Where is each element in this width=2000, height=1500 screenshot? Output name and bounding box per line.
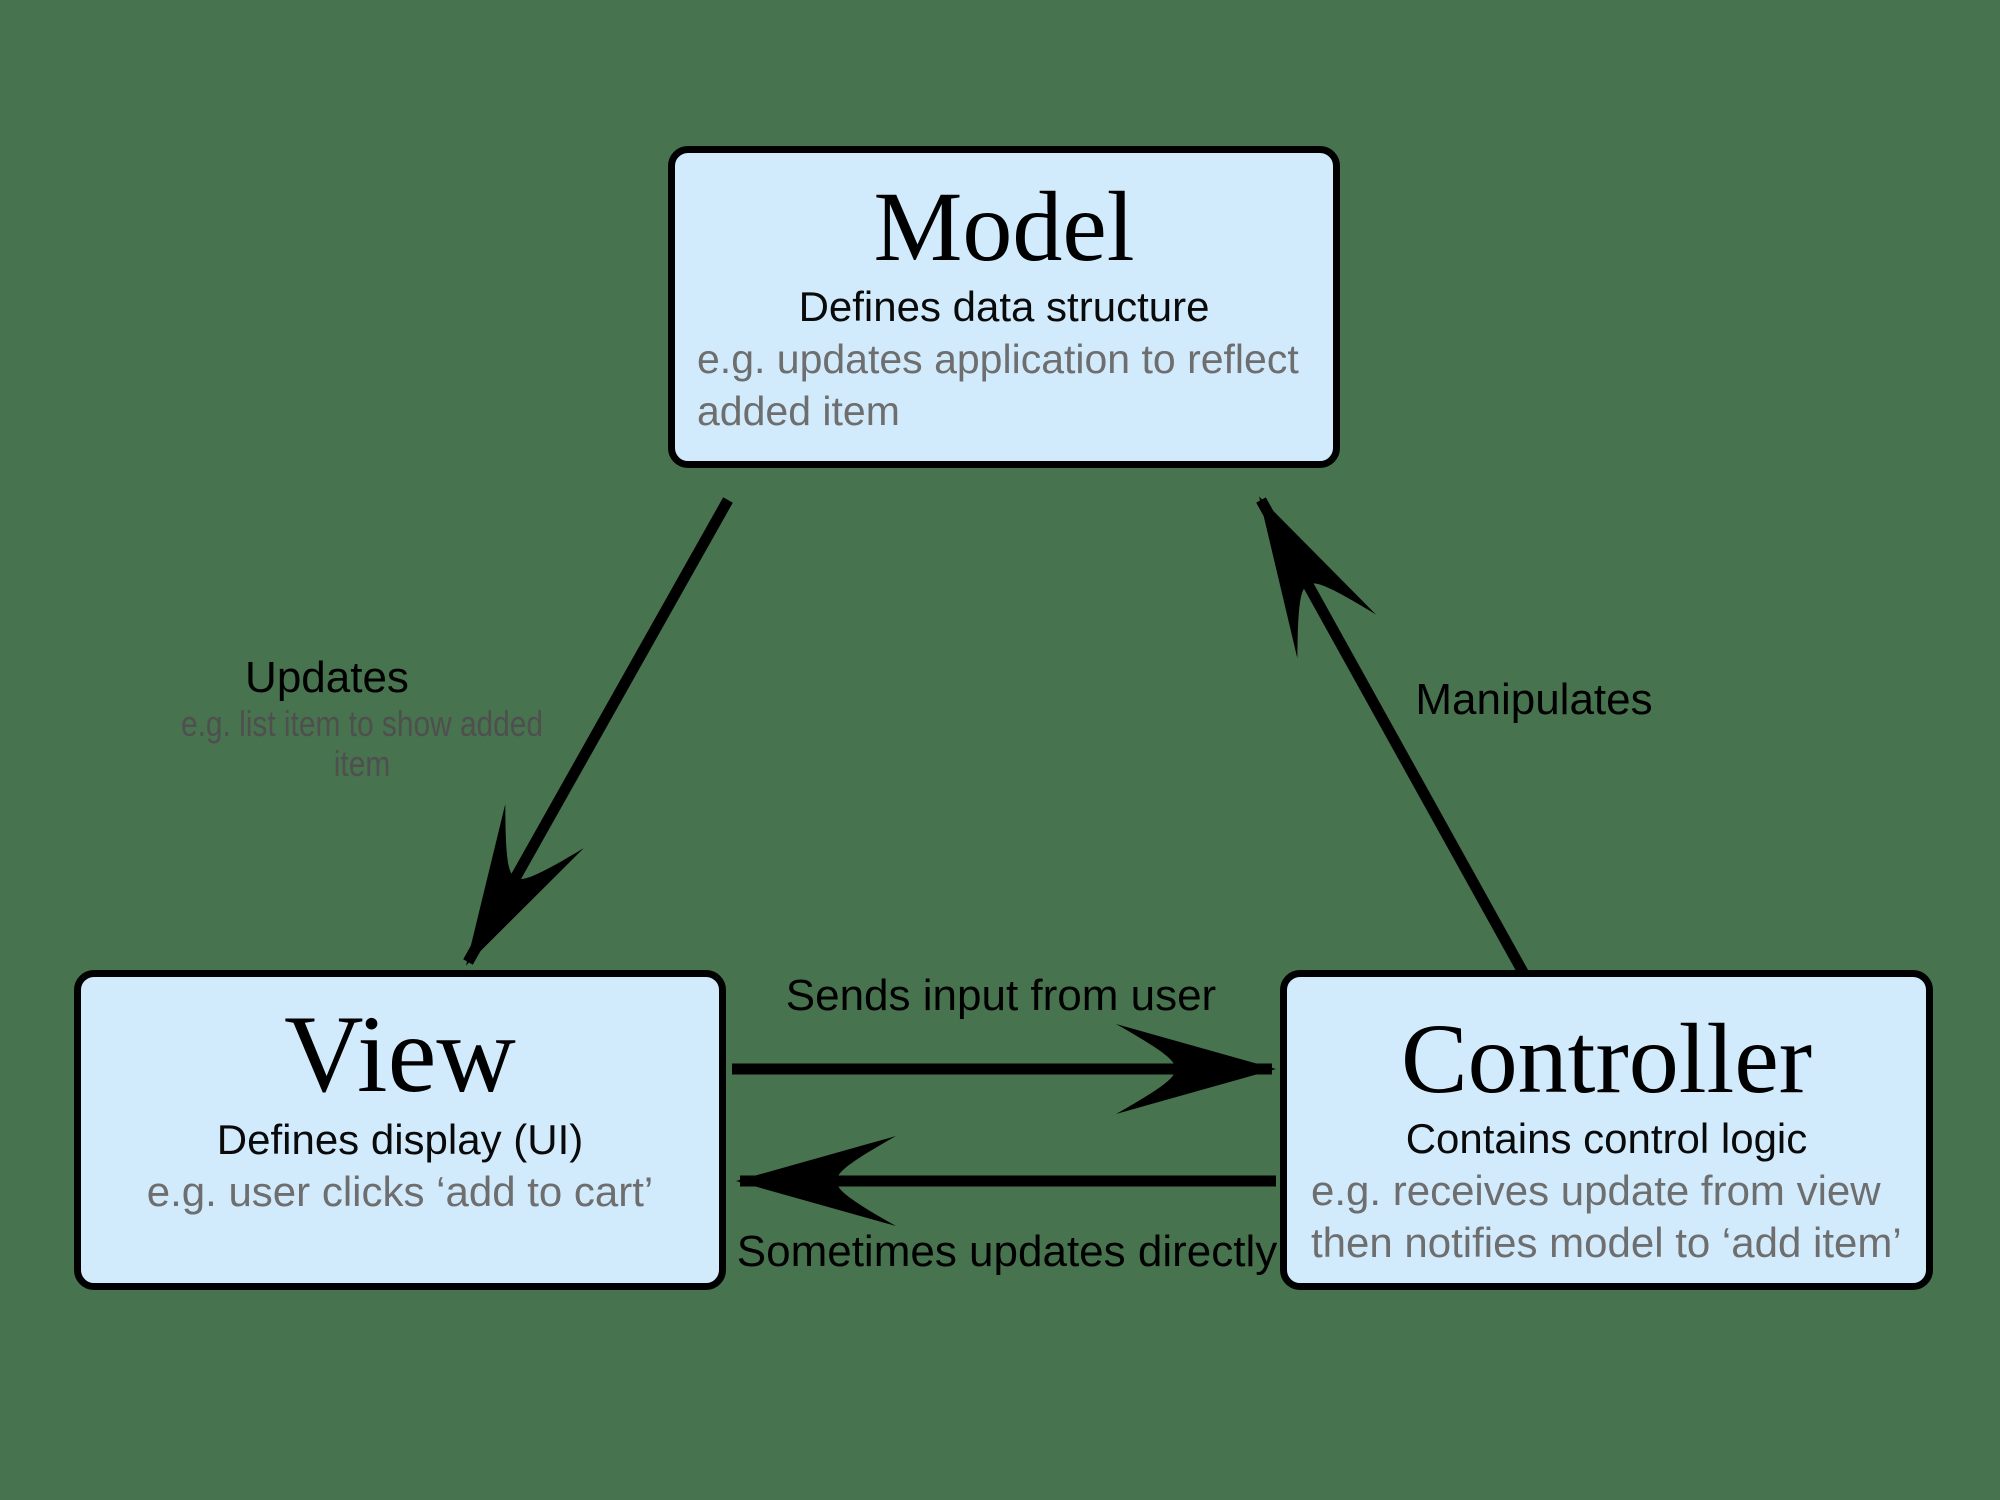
arrow-model-to-view [463,497,733,966]
model-example: e.g. updates application to reflect adde… [697,336,1299,434]
controller-subtitle: Contains control logic [1405,1115,1808,1162]
view-example: e.g. user clicks ‘add to cart’ [146,1167,654,1215]
view-title: View [284,993,516,1115]
view-box: View Defines display (UI) e.g. user clic… [74,970,726,1290]
updates-arrow-label: Updates [245,653,409,702]
sometimes-updates-arrow-label: Sometimes updates directly [736,1227,1278,1276]
view-subtitle: Defines display (UI) [216,1115,584,1163]
model-title: Model [873,171,1135,282]
arrow-controller-to-model [1256,496,1529,977]
model-subtitle: Defines data structure [798,283,1210,330]
controller-box: Controller Contains control logic e.g. r… [1280,970,1933,1290]
controller-title: Controller [1400,1003,1813,1114]
model-box: Model Defines data structure e.g. update… [668,146,1340,468]
manipulates-arrow-label: Manipulates [1415,675,1653,724]
sends-input-arrow-label: Sends input from user [785,971,1217,1020]
controller-example: e.g. receives update from view then noti… [1311,1167,1902,1266]
updates-arrow-sublabel: e.g. list item to show added item [180,703,544,784]
